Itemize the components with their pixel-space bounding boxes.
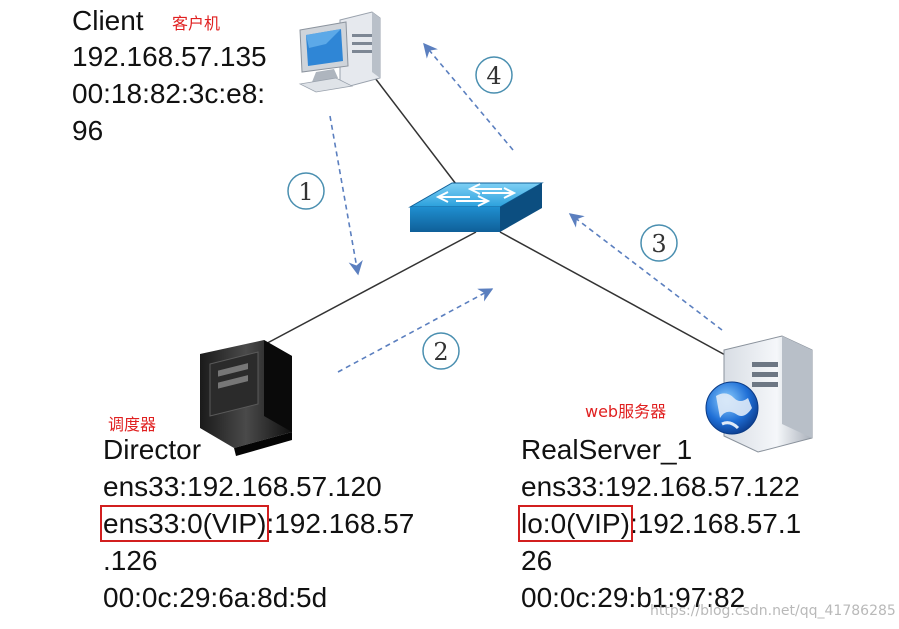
realserver-mac: 00:0c:29:b1:97:82 xyxy=(521,582,746,613)
network-switch-icon xyxy=(408,182,544,232)
client-role-label: 客户机 xyxy=(172,14,221,33)
link-switch-realserver xyxy=(499,231,739,363)
director-mac: 00:0c:29:6a:8d:5d xyxy=(103,582,328,613)
client-name: Client xyxy=(72,5,144,36)
director-vip-ip-cont: .126 xyxy=(103,545,158,576)
step-circle-4: 4 xyxy=(475,56,513,94)
step-number: 3 xyxy=(651,230,666,258)
realserver-vip-iface-highlight: lo:0(VIP) xyxy=(518,505,633,542)
link-director-switch xyxy=(257,231,477,349)
realserver-vip-ip-cont: 26 xyxy=(521,545,553,576)
director-vip-iface-highlight: ens33:0(VIP) xyxy=(99,505,270,542)
step-number: 1 xyxy=(298,178,313,206)
director-vip-line: ens33:0(VIP):192.168.57 xyxy=(99,505,415,542)
step-circle-2: 2 xyxy=(422,332,460,370)
step-number: 2 xyxy=(433,338,448,366)
director-ens33: ens33:192.168.57.120 xyxy=(103,471,382,502)
realserver-ens33: ens33:192.168.57.122 xyxy=(521,471,800,502)
step-circle-1: 1 xyxy=(287,172,325,210)
desktop-computer-icon xyxy=(298,11,381,93)
web-server-globe-icon xyxy=(705,335,813,453)
client-ip: 192.168.57.135 xyxy=(72,41,267,72)
director-vip-ip: :192.168.57 xyxy=(266,508,415,539)
flow-arrow-2 xyxy=(337,288,494,373)
client-mac-line1: 00:18:82:3c:e8: xyxy=(72,78,266,109)
realserver-role-label: web服务器 xyxy=(585,402,667,421)
tower-server-icon xyxy=(200,340,292,456)
realserver-name: RealServer_1 xyxy=(521,434,693,465)
realserver-vip-ip: :192.168.57.1 xyxy=(629,508,802,539)
director-name: Director xyxy=(103,434,202,465)
flow-arrow-1 xyxy=(329,115,363,276)
step-circle-3: 3 xyxy=(640,224,678,262)
watermark: https://blog.csdn.net/qq_41786285 xyxy=(650,603,896,619)
director-role-label: 调度器 xyxy=(108,415,157,434)
step-number: 4 xyxy=(486,62,501,90)
realserver-vip-line: lo:0(VIP):192.168.57.1 xyxy=(518,505,802,542)
client-mac-line2: 96 xyxy=(72,115,104,146)
flow-arrow-3 xyxy=(568,213,723,331)
